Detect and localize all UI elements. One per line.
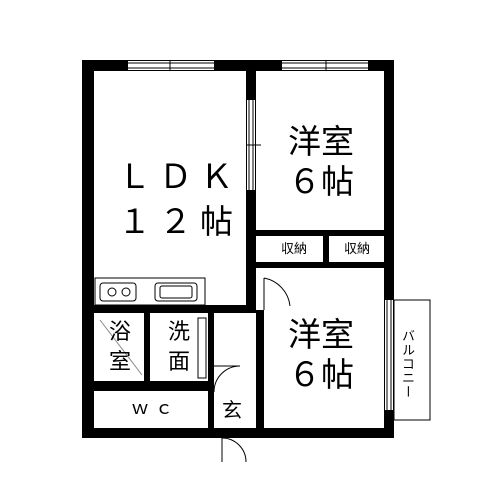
- western-room-2-label: 洋室: [288, 315, 354, 354]
- sink-icon: [154, 282, 198, 302]
- door-swings: [213, 272, 291, 463]
- wall-wc-entrance: [208, 391, 214, 428]
- windows: [128, 61, 393, 410]
- wall-storage-top: [256, 230, 384, 236]
- wall-wash-east: [208, 313, 214, 385]
- walls: [82, 60, 394, 438]
- wall-left: [82, 60, 94, 438]
- door-room2: [257, 272, 291, 310]
- wall-storage-divider: [323, 230, 329, 268]
- washroom-label-1: 洗: [167, 320, 190, 345]
- wall-ldk-bottom: [94, 305, 256, 313]
- bath-diagonal: [99, 319, 143, 376]
- wall-bath-wash: [144, 313, 150, 385]
- wall-bath-bottom: [94, 381, 214, 391]
- sliding-door-room1: [247, 100, 261, 190]
- western-room-1-label: 洋室: [288, 122, 354, 161]
- balcony-outline: [393, 299, 431, 421]
- bathroom-label-2: 室: [108, 350, 131, 375]
- window-room1: [282, 61, 368, 70]
- kitchen-counter: [94, 277, 206, 306]
- storage-2-label: 収納: [343, 242, 370, 257]
- entrance-label: 玄: [222, 398, 242, 422]
- balcony-label: バルコニー: [399, 329, 414, 399]
- ldk-label: ＬＤＫ: [118, 157, 241, 196]
- door-entrance-outer: [221, 437, 247, 463]
- wall-top: [82, 60, 394, 71]
- storage-1-label: 収納: [280, 242, 307, 257]
- wall-bottom: [82, 428, 394, 438]
- bathroom-label-1: 浴: [108, 320, 131, 345]
- stove-icon: [99, 282, 137, 302]
- wall-storage-bottom: [256, 262, 384, 268]
- window-room2-balcony: [385, 300, 393, 410]
- window-ldk: [128, 61, 214, 70]
- wash-basin-icon: [197, 317, 207, 379]
- washroom-label-2: 面: [167, 350, 190, 375]
- wall-right: [384, 60, 394, 438]
- door-entrance: [213, 365, 241, 393]
- toilet-label: ｗｃ: [131, 398, 179, 419]
- western-room-2-size-label: ６帖: [288, 355, 354, 394]
- wall-room2-west: [256, 310, 264, 438]
- ldk-size-label: １２帖: [118, 202, 241, 241]
- western-room-1-size-label: ６帖: [288, 162, 354, 201]
